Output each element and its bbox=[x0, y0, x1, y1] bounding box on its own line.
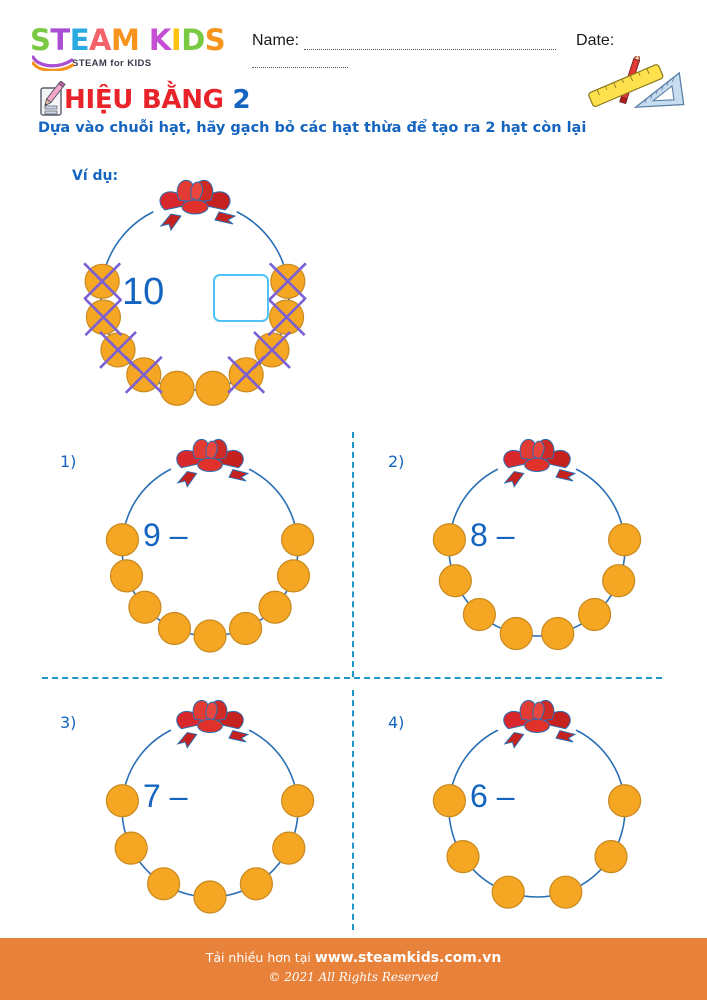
logo-letter: S bbox=[204, 23, 226, 57]
example-necklace bbox=[83, 179, 307, 406]
bead[interactable] bbox=[594, 840, 628, 874]
bead[interactable] bbox=[193, 619, 227, 653]
bead[interactable] bbox=[195, 370, 231, 406]
bead[interactable] bbox=[147, 867, 181, 901]
bead-cross-out-icon bbox=[227, 355, 266, 394]
divider-vertical-top bbox=[352, 432, 354, 677]
footer-site-line: Tải nhiều hơn tại www.steamkids.com.vn bbox=[0, 950, 707, 966]
bead[interactable] bbox=[109, 559, 144, 593]
bead-cross-out-icon bbox=[267, 298, 306, 337]
divider-vertical-bottom bbox=[352, 690, 354, 930]
ribbon-bow-icon bbox=[176, 700, 250, 749]
footer-text: Tải nhiều hơn tại www.steamkids.com.vn ©… bbox=[0, 950, 707, 984]
bead[interactable] bbox=[608, 523, 642, 557]
bead[interactable] bbox=[281, 523, 315, 557]
question-necklace-4 bbox=[432, 700, 642, 909]
ribbon-bow-icon bbox=[176, 439, 250, 488]
example-number: 10 bbox=[122, 271, 165, 313]
question-index-1: 1) bbox=[60, 452, 77, 471]
ribbon-bow-icon bbox=[159, 179, 237, 232]
logo-letter: E bbox=[69, 23, 90, 57]
bead[interactable] bbox=[272, 831, 306, 865]
bead[interactable] bbox=[159, 370, 195, 406]
bead[interactable] bbox=[438, 564, 472, 598]
name-input[interactable] bbox=[303, 36, 556, 50]
bead[interactable] bbox=[602, 564, 636, 598]
worksheet-instruction: Dựa vào chuỗi hạt, hãy gạch bỏ các hạt t… bbox=[38, 120, 587, 136]
bead[interactable] bbox=[462, 597, 496, 632]
date-input[interactable] bbox=[252, 54, 348, 68]
question-necklace-3 bbox=[105, 700, 315, 914]
ribbon-bow-icon bbox=[503, 700, 577, 749]
bead-cross-out-icon bbox=[83, 262, 122, 301]
page-title-number: 2 bbox=[232, 85, 251, 115]
bead[interactable] bbox=[432, 784, 466, 818]
example-answer-box[interactable] bbox=[213, 274, 269, 322]
question-expression-1: 9 – bbox=[143, 517, 188, 553]
logo-letter: S bbox=[30, 23, 51, 57]
question-expression-3: 7 – bbox=[143, 778, 188, 814]
logo-tagline: STEAM for KIDS bbox=[72, 58, 152, 69]
divider-horizontal bbox=[42, 677, 662, 679]
bead[interactable] bbox=[258, 590, 292, 624]
page-header: STEAM KIDS STEAM for KIDS Name: Date: bbox=[0, 0, 707, 109]
page-footer: Tải nhiều hơn tại www.steamkids.com.vn ©… bbox=[0, 938, 707, 1000]
bead[interactable] bbox=[281, 784, 315, 818]
date-label: Date: bbox=[576, 32, 615, 49]
question-index-4: 4) bbox=[388, 713, 405, 732]
footer-site[interactable]: www.steamkids.com.vn bbox=[314, 950, 502, 966]
bead-cross-out-icon bbox=[84, 298, 123, 337]
bead[interactable] bbox=[105, 523, 139, 557]
question-necklace-1 bbox=[105, 439, 315, 653]
bead[interactable] bbox=[193, 880, 227, 914]
bead[interactable] bbox=[549, 875, 583, 909]
steam-kids-logo: STEAM KIDS STEAM for KIDS bbox=[30, 23, 226, 71]
question-index-2: 2) bbox=[388, 452, 405, 471]
bead[interactable] bbox=[499, 616, 533, 651]
page-title: HIỆU BẰNG 2 bbox=[64, 85, 251, 115]
ruler-pencil-triangle-icon bbox=[588, 56, 685, 109]
bead[interactable] bbox=[446, 840, 480, 874]
bead[interactable] bbox=[276, 559, 311, 593]
bead[interactable] bbox=[114, 831, 148, 865]
question-expression-4: 6 – bbox=[470, 778, 515, 814]
logo-letter: I bbox=[170, 23, 182, 57]
bead[interactable] bbox=[578, 597, 612, 632]
footer-scallop-edge bbox=[0, 929, 707, 949]
question-index-3: 3) bbox=[60, 713, 77, 732]
logo-letter: K bbox=[148, 23, 171, 57]
ribbon-bow-icon bbox=[503, 439, 577, 488]
bead-cross-out-icon bbox=[124, 355, 163, 394]
bead[interactable] bbox=[128, 590, 162, 624]
name-date-row: Name: Date: bbox=[252, 32, 692, 68]
logo-letter: T bbox=[50, 23, 70, 57]
bead[interactable] bbox=[432, 523, 466, 557]
name-label: Name: bbox=[252, 32, 300, 49]
question-expression-2: 8 – bbox=[470, 517, 515, 553]
example-label: Ví dụ: bbox=[72, 168, 119, 184]
footer-prefix: Tải nhiều hơn tại bbox=[205, 950, 315, 965]
bead[interactable] bbox=[157, 611, 192, 646]
bead[interactable] bbox=[491, 875, 525, 909]
bead[interactable] bbox=[541, 616, 575, 651]
logo-swoosh-icon bbox=[32, 55, 74, 71]
question-necklace-2 bbox=[432, 439, 642, 651]
logo-letter: D bbox=[181, 23, 205, 57]
logo-letter bbox=[139, 26, 149, 55]
footer-copyright: © 2021 All Rights Reserved bbox=[268, 970, 439, 984]
bead[interactable] bbox=[228, 611, 263, 646]
notepad-pencil-icon bbox=[40, 81, 66, 116]
bead[interactable] bbox=[105, 784, 139, 818]
worksheet-title-row: HIỆU BẰNG 2 bbox=[32, 81, 251, 118]
logo-wordmark: STEAM KIDS bbox=[30, 23, 226, 57]
bead[interactable] bbox=[608, 784, 642, 818]
logo-letter: M bbox=[110, 23, 140, 57]
bead-cross-out-icon bbox=[268, 262, 307, 301]
page-title-main: HIỆU BẰNG bbox=[64, 85, 224, 115]
logo-letter: A bbox=[89, 23, 111, 57]
bead[interactable] bbox=[239, 867, 273, 901]
